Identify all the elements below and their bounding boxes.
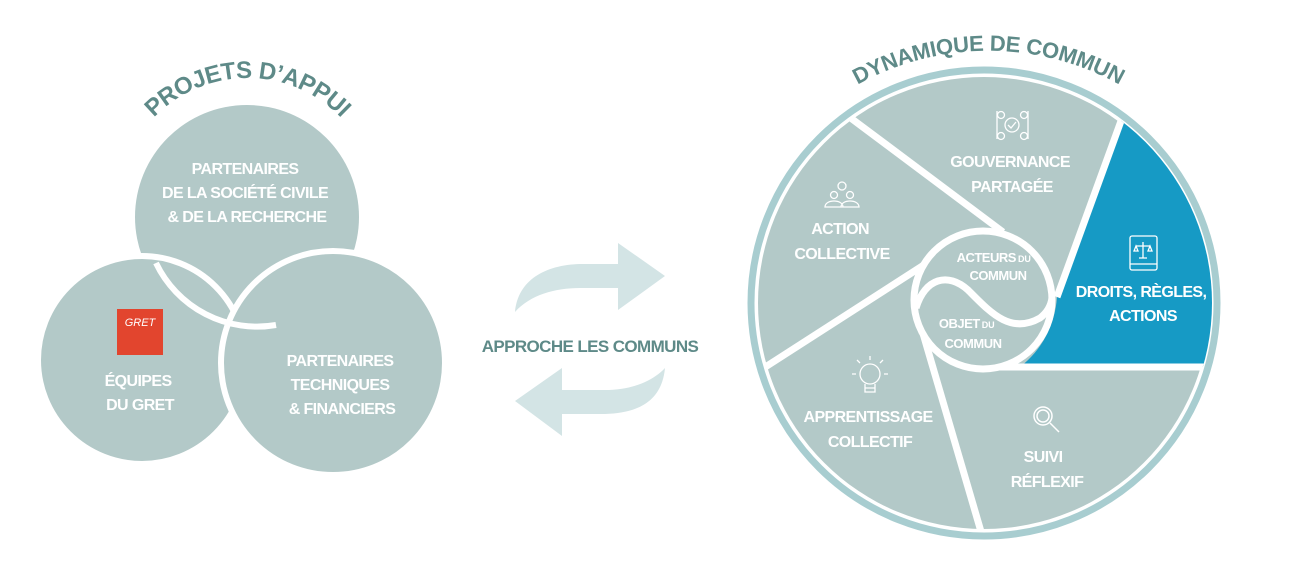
label-partenaires-societe-civile: PARTENAIRES DE LA SOCIÉTÉ CIVILE & DE LA… bbox=[162, 161, 332, 226]
center-s-curve bbox=[912, 276, 1056, 328]
group-icon bbox=[824, 181, 860, 208]
projets-appui-group: PROJETS D’APPUI PARTENAIRES DE LA SOCIÉT… bbox=[35, 57, 448, 478]
circle-partenaires-techniques bbox=[218, 248, 448, 478]
approche-communs-label: APPROCHE LES COMMUNS bbox=[482, 337, 699, 356]
gret-logo-text: GRET bbox=[125, 317, 157, 329]
governance-icon bbox=[996, 110, 1029, 141]
label-suivi-reflexif: SUIVI RÉFLEXIF bbox=[1011, 449, 1084, 491]
arrow-right-icon bbox=[515, 243, 665, 312]
label-equipes-gret: ÉQUIPES DU GRET bbox=[105, 371, 176, 414]
circle-equipes-gret bbox=[35, 253, 249, 467]
label-gouvernance-partagee: GOUVERNANCE PARTAGÉE bbox=[950, 154, 1074, 196]
lightbulb-puzzle-icon bbox=[852, 356, 888, 393]
arrow-left-icon bbox=[515, 368, 665, 436]
magnifier-icon bbox=[1033, 406, 1060, 433]
law-book-icon bbox=[1129, 235, 1158, 271]
label-partenaires-techniques: PARTENAIRES TECHNIQUES & FINANCIERS bbox=[287, 353, 398, 418]
gret-logo bbox=[117, 309, 163, 355]
label-apprentissage-collectif: APPRENTISSAGE COLLECTIF bbox=[804, 409, 937, 451]
label-action-collective: ACTION COLLECTIVE bbox=[794, 221, 890, 263]
approche-communs-group: APPROCHE LES COMMUNS bbox=[482, 243, 699, 436]
label-droits-regles-actions: DROITS, RÈGLES, ACTIONS bbox=[1076, 282, 1210, 325]
